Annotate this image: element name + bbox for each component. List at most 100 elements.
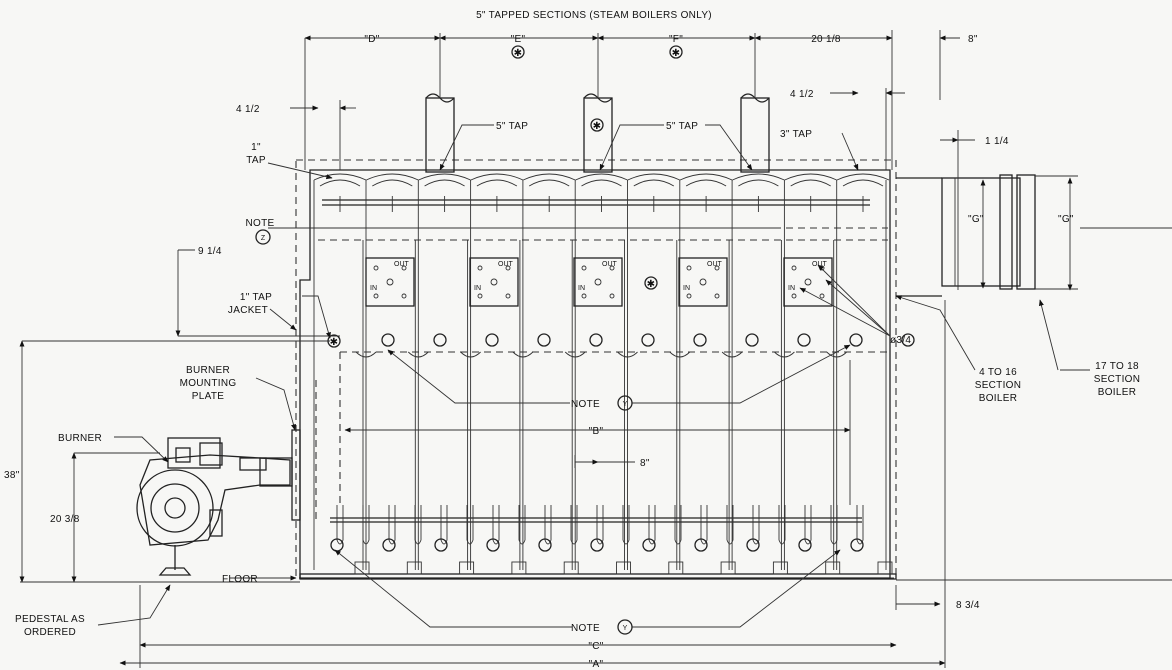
panel-bolt (714, 265, 720, 271)
panel-bolt (477, 265, 483, 271)
panel-bolt (401, 265, 407, 271)
panel-bolt (714, 293, 720, 299)
svg-text:✱: ✱ (514, 48, 523, 59)
section-top-cap (523, 173, 576, 181)
section-scallop (721, 351, 743, 358)
panel-bolt (791, 293, 797, 299)
section-top-cap-inner (633, 179, 675, 187)
bottom-connector (648, 505, 656, 545)
bottom-connector (674, 505, 682, 545)
label-dim-4-1-2-right: 4 1/2 (790, 89, 814, 100)
observation-panel (469, 257, 519, 307)
label-dim-1-1-4: 1 1/4 (985, 136, 1009, 147)
panel-bolt (401, 293, 407, 299)
panel-bolt (609, 293, 615, 299)
burner-relay (175, 447, 191, 463)
bottom-connector (778, 505, 786, 545)
upper-port (901, 333, 915, 347)
panel-out-label: OUT (707, 261, 723, 268)
label-dim-b: "B" (589, 426, 604, 437)
bottom-connector (518, 505, 526, 545)
svg-text:✱: ✱ (593, 121, 602, 132)
label-dim-8-3-4: 8 3/4 (956, 600, 980, 611)
drawing-labels: 5" TAPPED SECTIONS (STEAM BOILERS ONLY) … (4, 10, 1140, 670)
note-y-mid-marker: Y (617, 395, 633, 411)
upper-port (589, 333, 603, 347)
observation-panel (365, 257, 415, 307)
bottom-connector (362, 505, 370, 545)
section-top-cap-inner (685, 179, 727, 187)
tap-marker-e: ✱ (511, 45, 525, 59)
bottom-foot (511, 561, 527, 575)
bottom-connector (388, 505, 396, 545)
jacket-outline (295, 159, 897, 579)
section-top-cap-inner (581, 179, 622, 187)
title-tapped-sections: 5" TAPPED SECTIONS (STEAM BOILERS ONLY) (476, 10, 712, 21)
tap-marker-center-top: ✱ (590, 118, 604, 132)
section-top-cap-inner (790, 179, 831, 187)
burner-assembly (136, 429, 301, 576)
section-top-cap-inner (738, 179, 779, 187)
panel-bolt (477, 293, 483, 299)
lower-port (642, 538, 656, 552)
section-scallop (826, 351, 848, 358)
upper-port (797, 333, 811, 347)
panel-bolt (686, 265, 692, 271)
flue-flange-a (999, 174, 1013, 290)
section-top-cap (418, 173, 471, 181)
lower-port (538, 538, 552, 552)
section-scallop (774, 351, 795, 358)
tapped-section-markers: ✱ ✱ ✱ ✱ ✱ (327, 45, 683, 348)
label-note-y-mid: NOTE (571, 399, 600, 410)
panel-in-label: IN (788, 285, 795, 292)
label-dim-3-4: ø3/4 (890, 335, 911, 346)
bottom-foot (616, 561, 631, 575)
section-top-cap-inner (476, 179, 518, 187)
label-section-4-16-line2: SECTION (975, 380, 1022, 391)
label-section-17-18-line3: BOILER (1098, 387, 1136, 398)
lower-port (850, 538, 864, 552)
panel-in-label: IN (474, 285, 481, 292)
panel-bolt (373, 293, 379, 299)
note-y-bottom-symbol: Y (623, 625, 628, 632)
tap-marker-center-mid: ✱ (644, 276, 658, 290)
section-scallop (564, 351, 586, 358)
section-top-cap-inner (842, 179, 884, 187)
label-dim-9-1-4: 9 1/4 (198, 246, 222, 257)
label-dim-g-left: "G" (968, 214, 984, 225)
section-scallop (407, 351, 429, 358)
label-pedestal-line2: ORDERED (24, 627, 76, 638)
lower-port (434, 538, 448, 552)
panel-sight-port (594, 278, 602, 286)
leader-lines (97, 124, 1059, 628)
label-dim-d: "D" (364, 34, 379, 45)
upper-port (381, 333, 395, 347)
bottom-foot (406, 561, 422, 575)
upper-port (485, 333, 499, 347)
note-z-symbol: Z (261, 235, 266, 242)
section-scallop (669, 351, 691, 358)
panel-bolt (373, 265, 379, 271)
label-tap-1-jacket-line1: 1" TAP (240, 292, 272, 303)
bottom-connector (466, 505, 474, 545)
panel-bolt (791, 265, 797, 271)
label-section-17-18-line1: 17 TO 18 (1095, 361, 1139, 372)
svg-text:✱: ✱ (330, 337, 339, 348)
panel-in-label: IN (683, 285, 690, 292)
observation-panel (678, 257, 728, 307)
section-top-cap (470, 173, 524, 181)
label-dim-38: 38" (4, 470, 20, 481)
section-scallop (355, 351, 377, 358)
bottom-connector (596, 505, 604, 545)
panel-bolt (581, 293, 587, 299)
section-top-cap (575, 173, 628, 181)
panel-out-label: OUT (498, 261, 514, 268)
flue-flange-b (1016, 174, 1036, 290)
label-tap-3: 3" TAP (780, 129, 812, 140)
bottom-foot (563, 561, 579, 575)
burner-mounting-plate (291, 429, 301, 521)
label-tap-1-line1: 1" (251, 142, 261, 153)
bottom-connector (856, 505, 864, 545)
